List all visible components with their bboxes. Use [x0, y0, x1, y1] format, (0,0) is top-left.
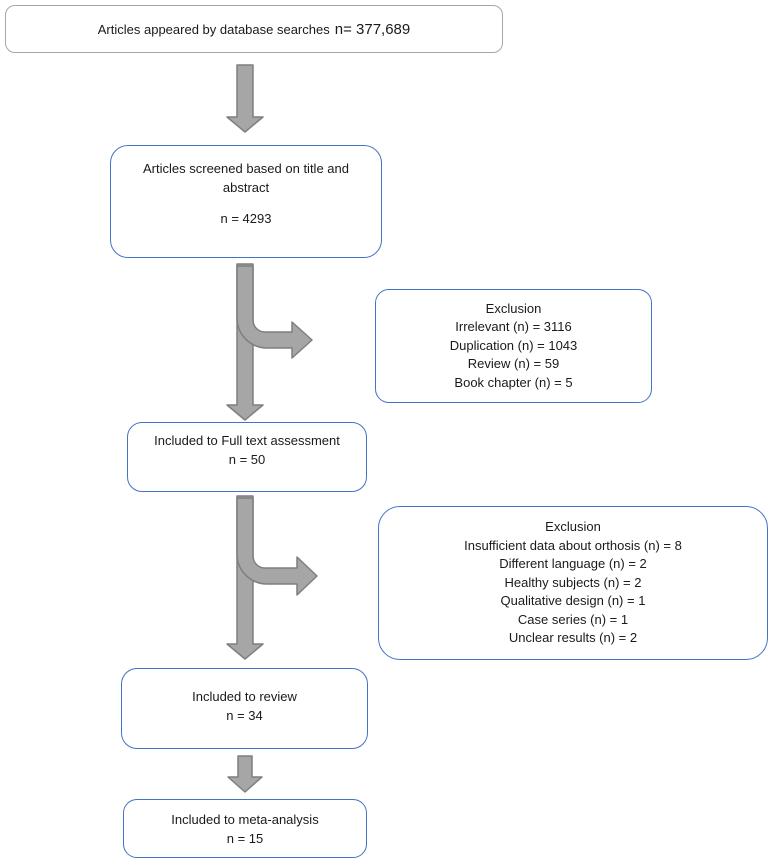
box-included-review-count: n = 34 — [226, 707, 263, 723]
arrow-review-to-meta — [227, 755, 263, 793]
box-database-search-label: Articles appeared by database searches — [97, 21, 330, 37]
exclusion-fulltext-item: Insufficient data about orthosis (n) = 8 — [464, 537, 682, 553]
box-exclusion-screening: Exclusion Irrelevant (n) = 3116 Duplicat… — [375, 289, 652, 403]
arrow-branch-exclusion-fulltext — [236, 497, 318, 596]
arrow-branch-exclusion-screening — [236, 265, 313, 359]
box-included-meta-analysis-count: n = 15 — [226, 830, 264, 846]
box-database-search: Articles appeared by database searches n… — [5, 5, 503, 53]
box-included-review-label: Included to review — [192, 688, 297, 704]
box-included-review: Included to review n = 34 — [121, 668, 368, 749]
box-fulltext-assessment: Included to Full text assessment n = 50 — [127, 422, 367, 492]
box-database-search-count: n= 377,689 — [334, 20, 411, 38]
exclusion-fulltext-item: Unclear results (n) = 2 — [508, 630, 638, 646]
box-fulltext-assessment-count: n = 50 — [228, 452, 266, 467]
exclusion-fulltext-item: Qualitative design (n) = 1 — [500, 593, 646, 609]
box-included-meta-analysis-label: Included to meta-analysis — [171, 811, 319, 827]
exclusion-screening-item: Duplication (n) = 1043 — [449, 337, 578, 353]
exclusion-fulltext-item: Different language (n) = 2 — [499, 556, 647, 572]
box-fulltext-assessment-label: Included to Full text assessment — [154, 433, 340, 448]
arrow-search-to-screened — [226, 64, 264, 133]
exclusion-screening-item: Book chapter (n) = 5 — [454, 374, 573, 390]
box-exclusion-fulltext: Exclusion Insufficient data about orthos… — [378, 506, 768, 660]
exclusion-screening-item: Irrelevant (n) = 3116 — [455, 319, 572, 335]
box-title-abstract-screening: Articles screened based on title and abs… — [110, 145, 382, 258]
exclusion-fulltext-item: Healthy subjects (n) = 2 — [504, 574, 642, 590]
box-included-meta-analysis: Included to meta-analysis n = 15 — [123, 799, 367, 858]
exclusion-screening-title: Exclusion — [485, 300, 542, 316]
box-title-abstract-screening-count: n = 4293 — [220, 211, 272, 226]
exclusion-fulltext-title: Exclusion — [545, 518, 601, 534]
exclusion-screening-item: Review (n) = 59 — [467, 356, 560, 372]
box-title-abstract-screening-label: Articles screened based on title and abs… — [143, 161, 349, 195]
exclusion-fulltext-item: Case series (n) = 1 — [517, 611, 629, 627]
